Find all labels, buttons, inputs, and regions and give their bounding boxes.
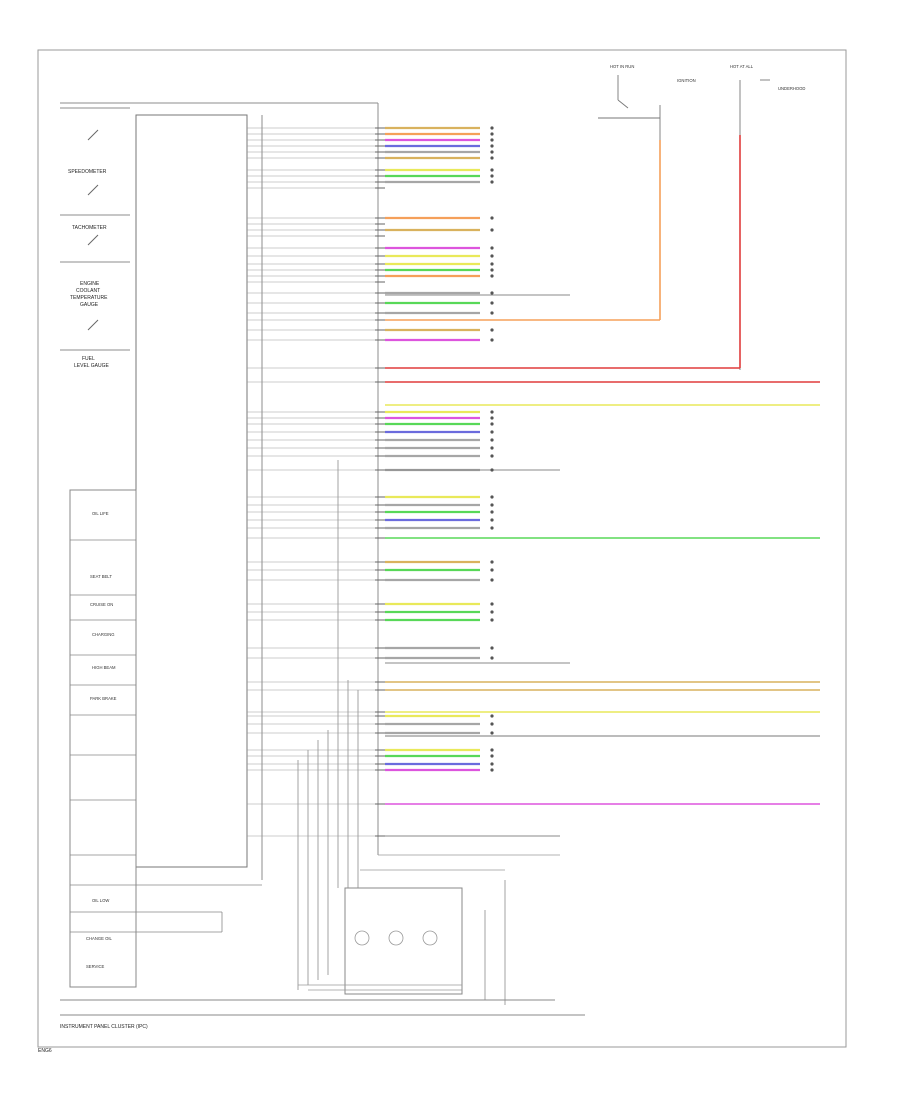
wire-end-dot xyxy=(490,526,494,530)
wire-end-dot xyxy=(490,714,494,718)
label-speedometer: SPEEDOMETER xyxy=(68,169,107,175)
label-fuel: FUEL xyxy=(82,356,95,362)
label-fuel-2: LEVEL GAUGE xyxy=(74,363,109,369)
wire-end-dot xyxy=(490,228,494,232)
wire-end-dot xyxy=(490,311,494,315)
ignition-switch-area xyxy=(598,75,770,370)
wire-end-dot xyxy=(490,748,494,752)
wire-end-dot xyxy=(490,468,494,472)
wire-end-dot xyxy=(490,656,494,660)
lower-dashed-bends xyxy=(298,854,560,991)
wire-end-dot xyxy=(490,410,494,414)
label-ect-3: TEMPERATURE xyxy=(70,295,108,301)
wire-end-dot xyxy=(490,510,494,514)
label-service: SERVICE xyxy=(86,964,105,969)
wire-end-dot xyxy=(490,568,494,572)
wire-end-dot xyxy=(490,216,494,220)
wire-end-dot xyxy=(490,156,494,160)
label-highbeam: HIGH BEAM xyxy=(92,665,116,670)
wire-end-dot xyxy=(490,430,494,434)
right-label-ign: IGNITION xyxy=(677,78,696,83)
wire-end-dot xyxy=(490,731,494,735)
wire-end-dot xyxy=(490,768,494,772)
label-check-oil: CHANGE OIL xyxy=(86,936,112,941)
wire-end-dot xyxy=(490,446,494,450)
top-rails xyxy=(60,102,379,855)
wire-end-dot xyxy=(490,416,494,420)
wire-end-dot xyxy=(490,268,494,272)
wire-runs xyxy=(385,126,820,837)
wire-end-dot xyxy=(490,328,494,332)
footer-label: INSTRUMENT PANEL CLUSTER (IPC) xyxy=(60,1024,148,1030)
wire-end-dot xyxy=(490,150,494,154)
label-oil-life: OIL LIFE xyxy=(92,511,109,516)
wire-end-dot xyxy=(490,168,494,172)
wire-end-dot xyxy=(490,602,494,606)
wire-end-dot xyxy=(490,578,494,582)
wire-end-dot xyxy=(490,518,494,522)
lower-indicator-box xyxy=(69,489,137,988)
label-ect: ENGINE xyxy=(80,281,100,287)
lower-gauge-bulbs xyxy=(354,930,438,946)
wire-end-dot xyxy=(490,754,494,758)
wire-end-dot xyxy=(490,262,494,266)
corner-code: ENG6 xyxy=(38,1048,52,1054)
wire-end-dot xyxy=(490,138,494,142)
ipc-module-box xyxy=(135,114,248,868)
wire-end-dot xyxy=(490,454,494,458)
label-cruise: CRUISE ON xyxy=(90,602,113,607)
label-tachometer: TACHOMETER xyxy=(72,225,107,231)
lower-gauges-box xyxy=(344,887,463,995)
wire-end-dot xyxy=(490,180,494,184)
label-charging: CHARGING xyxy=(92,632,115,637)
wire-end-dot xyxy=(490,132,494,136)
wire-end-dot xyxy=(490,291,494,295)
wire-end-dot xyxy=(490,254,494,258)
wire-end-dot xyxy=(490,560,494,564)
wire-end-dot xyxy=(490,610,494,614)
lower-dividers xyxy=(70,539,262,933)
wire-end-dot xyxy=(490,174,494,178)
label-ect-2: COOLANT xyxy=(76,288,100,294)
wire-end-dot xyxy=(490,144,494,148)
wire-end-dot xyxy=(490,338,494,342)
left-gauges xyxy=(87,129,99,331)
wire-end-dot xyxy=(490,422,494,426)
right-label-hot-2: HOT AT ALL xyxy=(730,64,754,69)
wire-end-dot xyxy=(490,762,494,766)
page-border xyxy=(37,49,847,1048)
connector-stubs xyxy=(247,126,494,837)
wire-end-dot xyxy=(490,646,494,650)
wire-end-dot xyxy=(490,301,494,305)
label-ect-4: GAUGE xyxy=(80,302,99,308)
wire-end-dot xyxy=(490,438,494,442)
wire-end-dot xyxy=(490,126,494,130)
label-oil-low: OIL LOW xyxy=(92,898,109,903)
right-label-fuse: UNDERHOOD xyxy=(778,86,805,91)
wire-end-dot xyxy=(490,246,494,250)
right-label-hot-1: HOT IN RUN xyxy=(610,64,634,69)
wire-end-dot xyxy=(490,503,494,507)
wire-end-dot xyxy=(490,274,494,278)
lower-vertical-wires xyxy=(297,460,506,1005)
wire-end-dot xyxy=(490,618,494,622)
label-parkbrake: PARK BRAKE xyxy=(90,696,117,701)
label-seat-belt: SEAT BELT xyxy=(90,574,112,579)
wire-end-dot xyxy=(490,722,494,726)
wire-end-dot xyxy=(490,495,494,499)
